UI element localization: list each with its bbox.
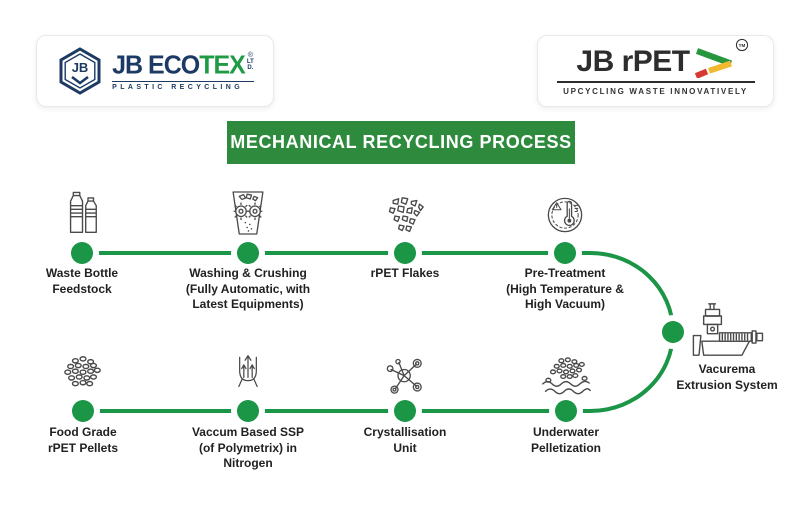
rpet-arrow-icon [694,48,732,78]
page-title: MECHANICAL RECYCLING PROCESS [230,132,572,152]
step-food-grade-pellets: Food Grade rPET Pellets [0,351,168,456]
flakes-icon [388,197,424,233]
rpet-tagline: UPCYCLING WASTE INNOVATIVELY [563,87,748,96]
step-crystallisation-unit: Crystallisation Unit [320,351,490,456]
step-label: Food Grade rPET Pellets [47,425,119,455]
jb-ecotex-hexagon-icon: JB [59,47,101,95]
step-label: Vaccum Based SSP (of Polymetrix) in Nitr… [191,425,305,470]
bottles-icon [69,191,97,233]
tm-text: TM [738,43,745,48]
jb-rpet-logo: JB rPET TM UPCYCLING WASTE INNOVATIVELY [556,38,755,96]
ecotex-wordmark-navy: JB ECO [112,49,200,80]
flow-dot [662,321,684,343]
step-label: Waste Bottle Feedstock [45,266,119,296]
flow-dot [394,242,416,264]
rpet-divider [556,81,755,83]
title-banner: MECHANICAL RECYCLING PROCESS [227,121,575,164]
step-label: Crystallisation Unit [363,425,447,455]
trademark-icon: TM [735,38,748,52]
step-label: Vacurema Extrusion System [676,362,778,392]
crusher-icon [232,191,264,235]
flow-dot [394,400,416,422]
jb-monogram: JB [72,60,89,75]
step-rpet-flakes: rPET Flakes [320,188,490,282]
step-vacurema-extrusion: Vacurema Extrusion System [647,302,805,393]
flow-dot [71,242,93,264]
step-pre-treatment: Pre-Treatment (High Temperature & High V… [480,188,650,313]
step-label: rPET Flakes [370,266,440,280]
underwater-pellets-icon [542,357,591,395]
extruder-icon [692,303,764,356]
step-washing-crushing: Washing & Crushing (Fully Automatic, wit… [163,188,333,313]
flow-dot [237,400,259,422]
registered-mark: ® [247,51,253,59]
ssp-vessel-icon [238,355,258,388]
flow-dot [554,242,576,264]
pellets-icon [64,356,101,387]
jb-rpet-logo-card: JB rPET TM UPCYCLING WASTE INNOVATIVELY [537,35,774,107]
ltd-mark: LTD. [246,58,254,71]
ecotex-wordmark: JB ECOTEX [112,49,246,80]
flow-dot [555,400,577,422]
jb-ecotex-logo: JB JB ECOTEX ® LTD. PLASTIC RECYCLING [56,47,254,95]
ecotex-tagline: PLASTIC RECYCLING [112,80,254,91]
step-label: Underwater Pelletization [530,425,601,455]
flow-dot [237,242,259,264]
gauge-icon [547,197,583,233]
ecotex-wordmark-green: TEX [199,49,246,80]
step-label: Pre-Treatment (High Temperature & High V… [506,266,624,311]
flow-dot [72,400,94,422]
step-waste-bottle-feedstock: Waste Bottle Feedstock [0,188,167,297]
rpet-wordmark: JB rPET [576,45,690,78]
step-underwater-pelletization: Underwater Pelletization [481,351,651,456]
jb-ecotex-logo-card: JB JB ECOTEX ® LTD. PLASTIC RECYCLING [36,35,274,107]
step-label: Washing & Crushing (Fully Automatic, wit… [185,266,311,311]
molecule-icon [386,358,422,394]
step-vaccum-based-ssp: Vaccum Based SSP (of Polymetrix) in Nitr… [163,351,333,472]
